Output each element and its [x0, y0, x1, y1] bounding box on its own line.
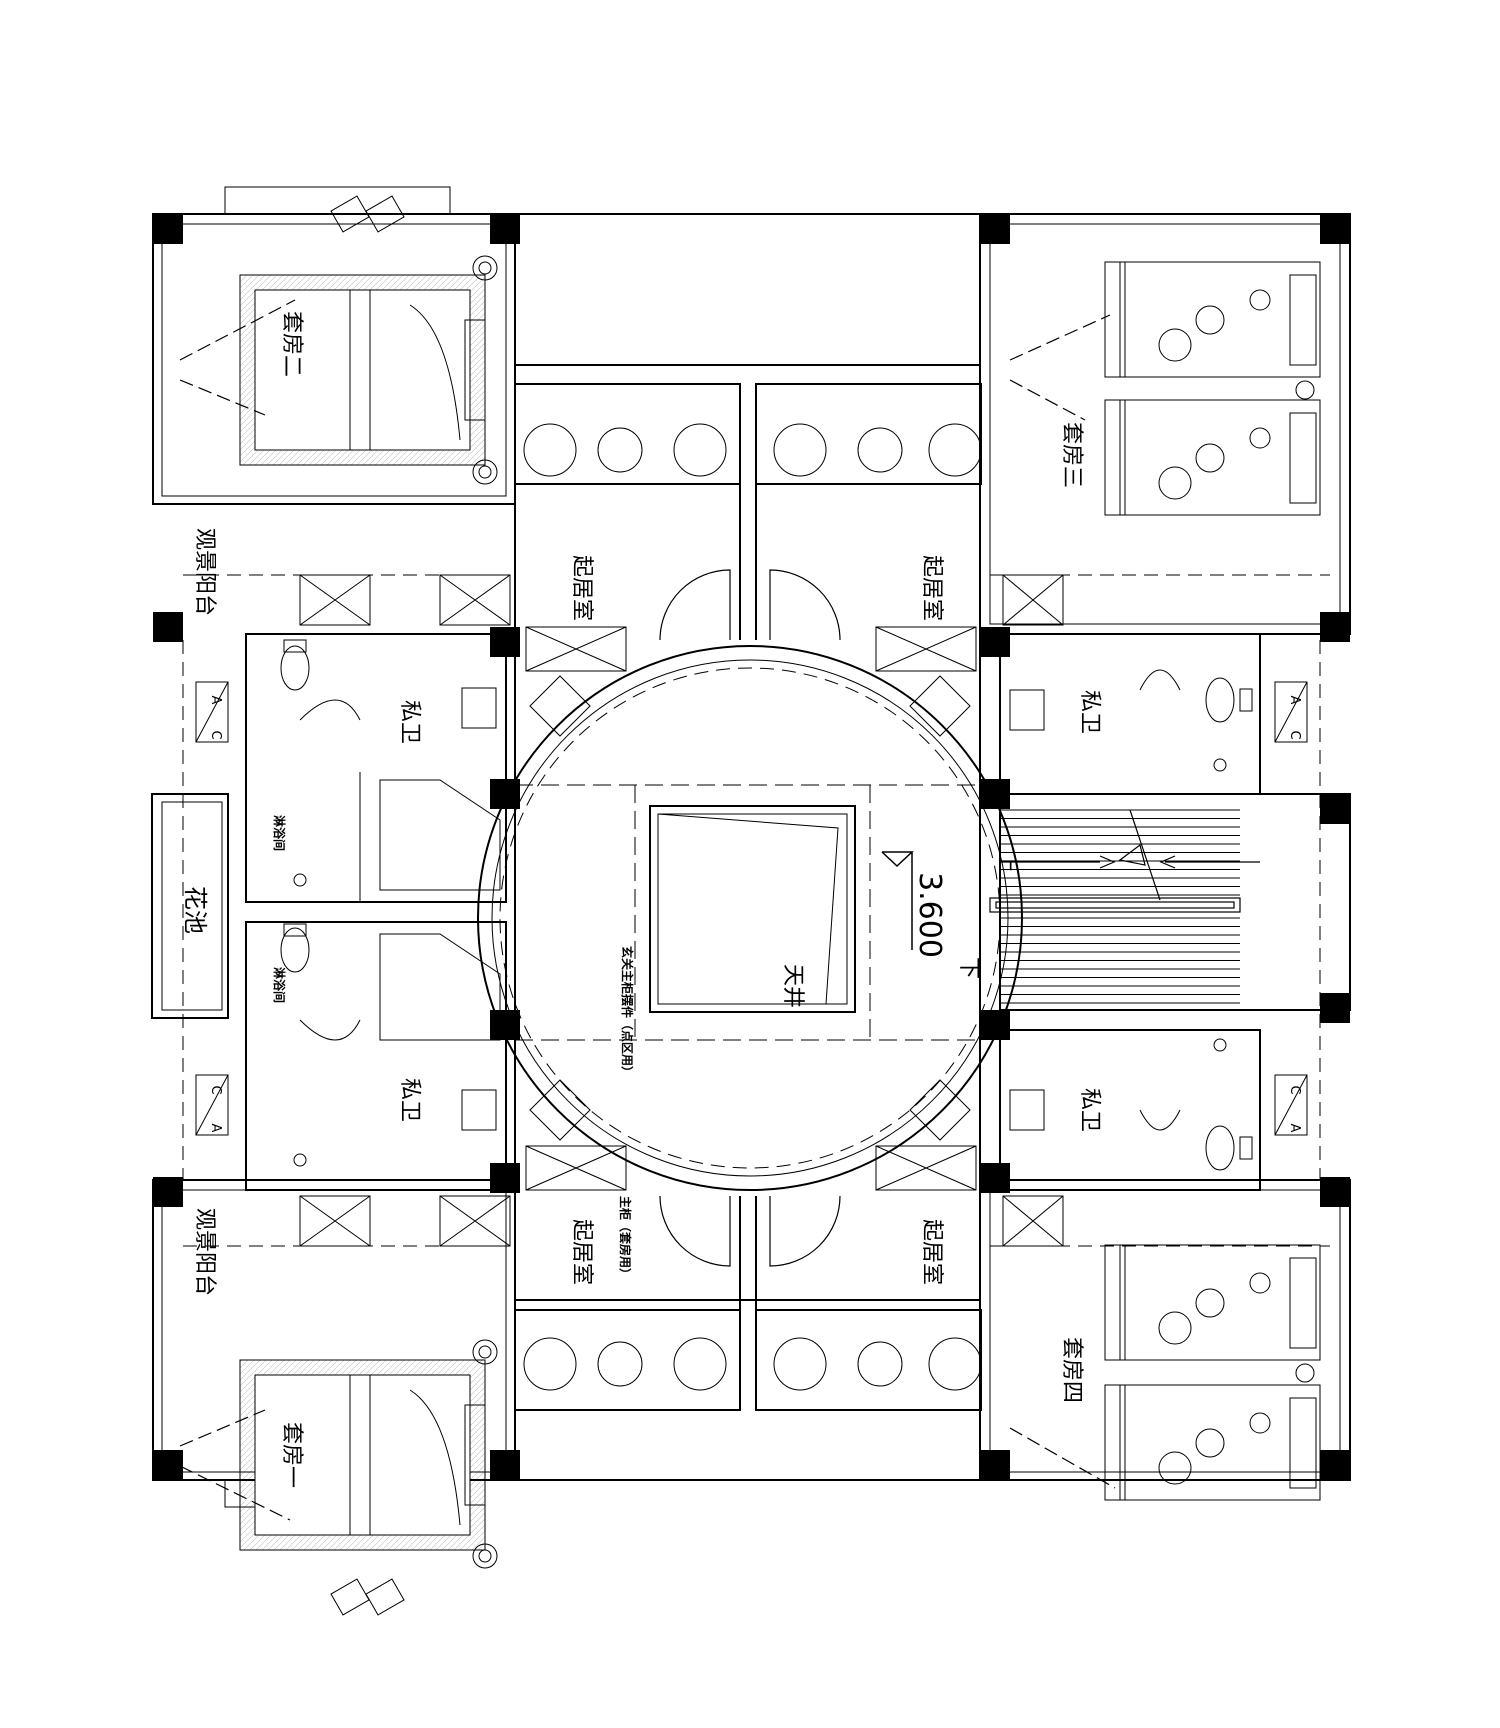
twin-beds-suite-4 — [1104, 1244, 1321, 1501]
label-balcony-s: 观景阳台 — [192, 1208, 217, 1296]
label-ac-a-sw: A — [208, 1124, 223, 1133]
label-bath-sw: 私卫 — [397, 1078, 422, 1122]
columns — [153, 214, 1350, 1480]
twin-beds-suite-3 — [1104, 261, 1321, 516]
label-note-entry: 玄关主柜摆件（点区用） — [620, 946, 635, 1078]
level-marker — [881, 851, 914, 950]
label-living-se: 起居室 — [919, 1219, 944, 1285]
hall-doors — [659, 484, 841, 1310]
label-bath-ne: 私卫 — [1077, 690, 1102, 734]
label-shower-s: 淋浴间 — [272, 967, 287, 1003]
label-ac-c-nw: C — [208, 730, 223, 739]
bath-fixtures — [280, 639, 1253, 1171]
walls — [151, 186, 1351, 1508]
label-bath-nw: 私卫 — [397, 700, 422, 744]
label-ac-a-nw: A — [208, 696, 223, 705]
bed-suite-2 — [239, 255, 498, 485]
label-ac-a-ne: A — [1287, 696, 1302, 705]
label-suite-1: 套房一 — [279, 1422, 304, 1488]
living-furniture — [330, 195, 982, 1616]
corridor-lines — [182, 574, 1330, 1247]
label-living-ne: 起居室 — [919, 555, 944, 621]
label-suite-4: 套房四 — [1059, 1337, 1084, 1403]
label-living-sw: 起居室 — [569, 1219, 594, 1285]
label-planter: 花池 — [181, 886, 209, 934]
ac-units — [195, 681, 1308, 1136]
stair-treads — [1000, 809, 1240, 1004]
label-ac-c-sw: C — [208, 1085, 223, 1094]
atrium-void — [649, 805, 856, 1013]
label-living-nw: 起居室 — [569, 555, 594, 621]
stair-details — [989, 809, 1260, 913]
label-ac-a-se: A — [1287, 1124, 1302, 1133]
label-stair-down: 下 — [956, 957, 981, 979]
suite-diagonals — [179, 299, 1116, 1521]
room-labels: 套房二 套房三 套房一 套房四 起居室 起居室 起居室 起居室 观景阳台 观景阳… — [181, 311, 1302, 1488]
bed-suite-1 — [239, 1339, 498, 1569]
label-suite-3: 套房三 — [1059, 422, 1084, 488]
label-shower-n: 淋浴间 — [272, 815, 287, 851]
label-balcony-n: 观景阳台 — [192, 528, 217, 616]
label-suite-2: 套房二 — [279, 311, 304, 377]
cabinets — [299, 574, 1064, 1247]
label-ac-c-se: C — [1287, 1085, 1302, 1094]
label-bath-se: 私卫 — [1077, 1088, 1102, 1132]
label-note-cabinet: 主柜（套房用） — [618, 1196, 633, 1280]
label-atrium: 天井 — [780, 964, 805, 1008]
label-ac-c-ne: C — [1287, 730, 1302, 739]
label-stair-up: 上 — [994, 851, 1019, 873]
label-level: 3.600 — [912, 872, 947, 958]
